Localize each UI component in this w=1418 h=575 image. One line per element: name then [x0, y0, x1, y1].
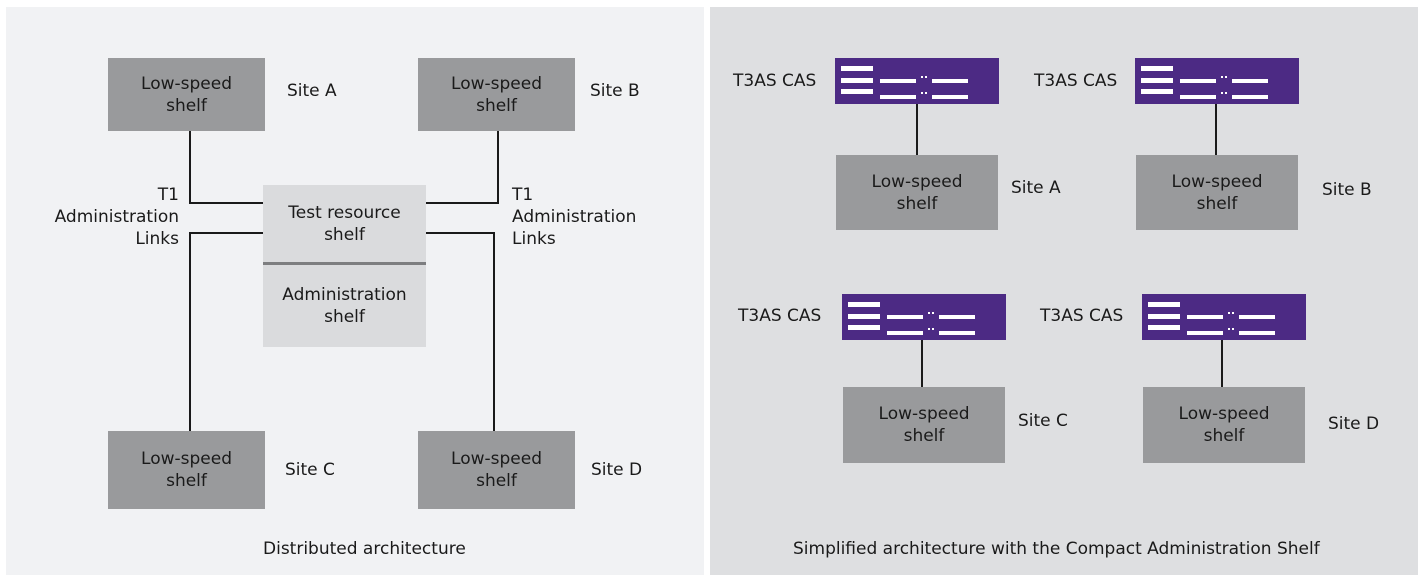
t3as-cas-device-b [1135, 58, 1299, 104]
simplified-site-a-label: Site A [1011, 178, 1061, 198]
cas-label-d: T3AS CAS [1040, 306, 1124, 326]
simplified-shelf-a: Low-speed shelf [836, 155, 998, 230]
simplified-shelf-d: Low-speed shelf [1143, 387, 1305, 463]
low-speed-shelf-d: Low-speed shelf [418, 431, 575, 509]
distributed-caption: Distributed architecture [263, 539, 466, 559]
link-site-b [426, 129, 499, 204]
simplified-architecture-panel [710, 7, 1418, 575]
link-site-d [426, 232, 495, 431]
t1-links-label-right: T1 Administration Links [512, 185, 637, 249]
test-resource-shelf: Test resource shelf [288, 203, 401, 245]
t1-links-label-left: T1 Administration Links [54, 185, 179, 249]
simplified-site-d-label: Site D [1328, 414, 1380, 434]
simplified-caption: Simplified architecture with the Compact… [793, 539, 1320, 559]
cas-label-c: T3AS CAS [738, 306, 822, 326]
site-c-label: Site C [285, 460, 335, 480]
shelf-divider [263, 262, 426, 265]
t3as-cas-device-d [1142, 294, 1306, 340]
low-speed-shelf-c: Low-speed shelf [108, 431, 265, 509]
site-d-label: Site D [591, 460, 643, 480]
cas-label-a: T3AS CAS [733, 71, 817, 91]
low-speed-shelf-b: Low-speed shelf [418, 58, 575, 131]
simplified-shelf-b: Low-speed shelf [1136, 155, 1298, 230]
site-a-label: Site A [287, 81, 337, 101]
administration-shelf: Administration shelf [282, 285, 407, 327]
simplified-site-b-label: Site B [1322, 180, 1372, 200]
central-shelf: Test resource shelf Administration shelf [263, 185, 426, 347]
link-site-c [189, 232, 263, 431]
t3as-cas-device-a [835, 58, 999, 104]
low-speed-shelf-a: Low-speed shelf [108, 58, 265, 131]
link-site-a [189, 129, 263, 204]
cas-label-b: T3AS CAS [1034, 71, 1118, 91]
site-b-label: Site B [590, 81, 640, 101]
t3as-cas-device-c [842, 294, 1006, 340]
simplified-shelf-c: Low-speed shelf [843, 387, 1005, 463]
simplified-site-c-label: Site C [1018, 411, 1068, 431]
